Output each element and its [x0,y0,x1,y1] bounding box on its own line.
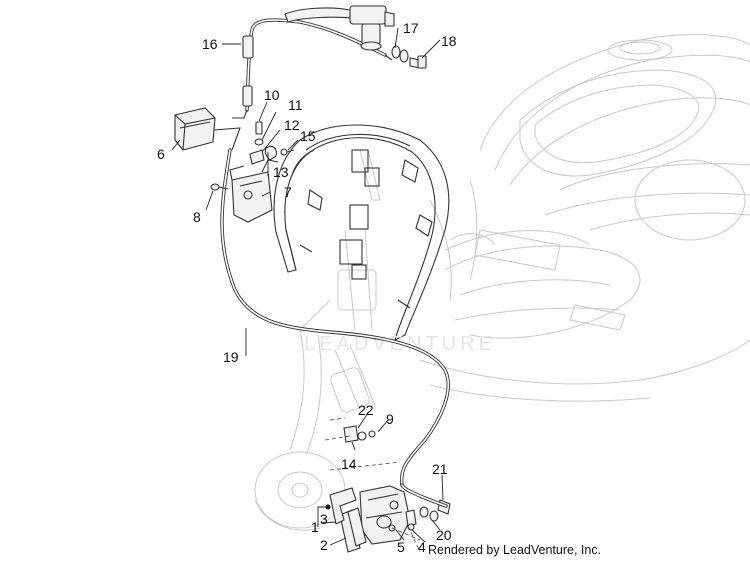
washer-20 [419,506,439,522]
callout-10: 10 [264,87,280,103]
fitting-10 [255,121,263,135]
brake-hose-16 [232,18,387,119]
callout-14: 14 [341,456,357,472]
washer-11 [254,138,264,146]
render-credit: Rendered by LeadVenture, Inc. [428,543,602,557]
callout-12: 12 [284,117,300,133]
callout-6: 6 [157,146,165,162]
callout-labels: 1 2 3 4 5 6 7 8 9 10 11 12 13 14 15 16 1… [157,20,457,555]
callout-22: 22 [358,402,374,418]
brake-pads-2 [339,507,367,553]
clamp-13 [264,145,277,161]
callout-15: 15 [300,128,316,144]
caliper-bracket-1 [329,487,357,525]
bolt-15 [280,148,295,156]
clamp-14 [343,425,376,443]
callout-5: 5 [397,539,405,555]
callout-11: 11 [288,97,303,113]
callout-2: 2 [320,537,328,553]
bracket-7 [229,159,279,223]
bolt-4 [405,509,417,531]
callout-7: 7 [284,184,292,200]
callout-21: 21 [432,461,448,477]
callout-9: 9 [386,411,394,427]
brake-hose-19 [220,148,450,487]
callout-16: 16 [202,36,218,52]
callout-18: 18 [441,33,457,49]
brake-master-cylinder [284,5,395,61]
callout-8: 8 [193,209,201,225]
screw-8 [210,183,229,191]
callout-20: 20 [436,527,452,543]
leader-lines [171,27,444,546]
callout-17: 17 [403,20,419,36]
banjo-bolt-18 [391,45,427,69]
callout-13: 13 [273,164,289,180]
legshield-frame [273,124,450,342]
clip-12 [249,149,265,165]
scooter-body-outline [254,34,750,531]
callout-19: 19 [223,349,239,365]
abs-unit-6 [174,107,241,151]
brake-caliper-3 [359,485,411,545]
callout-4: 4 [418,539,426,555]
callout-1: 1 [311,519,319,535]
callout-3: 3 [320,511,328,527]
